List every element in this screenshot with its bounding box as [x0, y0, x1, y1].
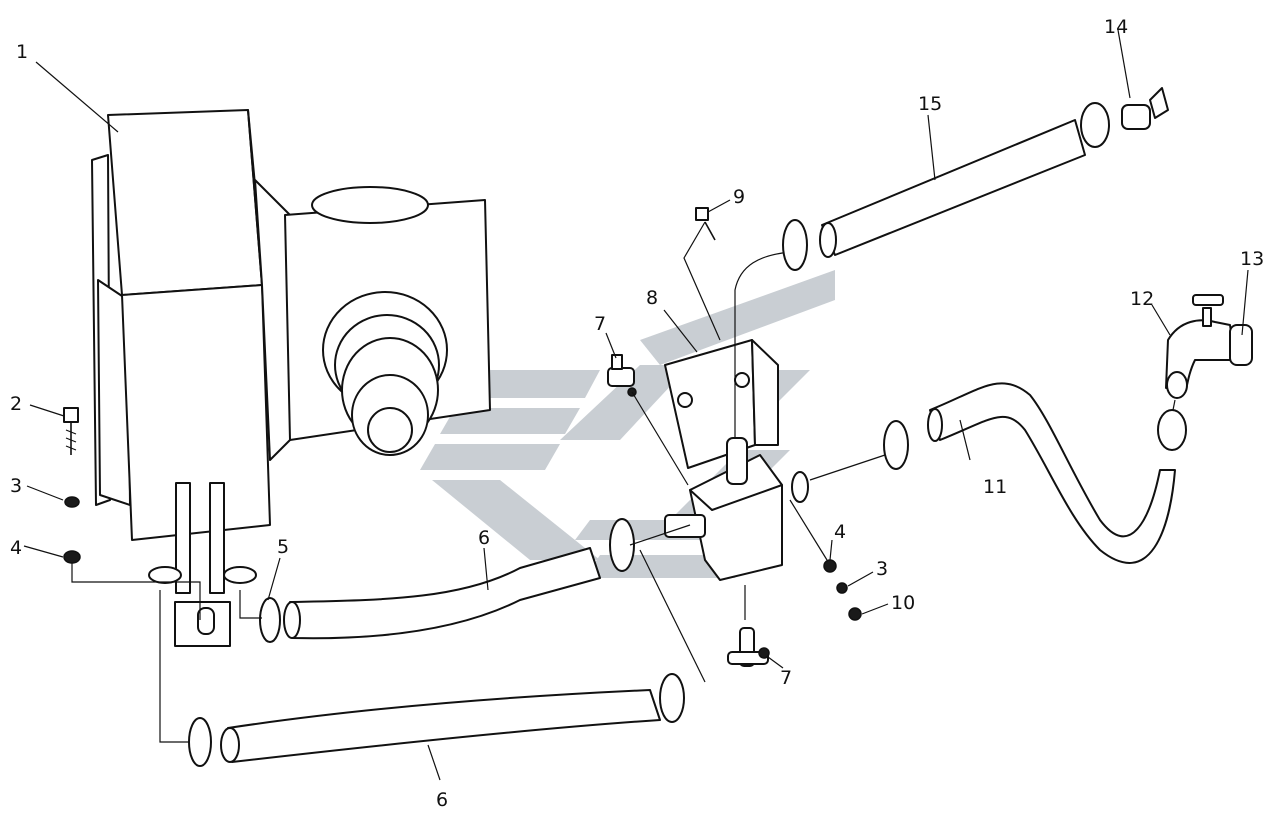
- callout-2: 2: [10, 393, 22, 415]
- callout-8: 8: [646, 287, 658, 309]
- bolt: [63, 407, 79, 455]
- callout-3-right: 3: [876, 558, 888, 580]
- screw-9: [695, 207, 716, 241]
- callout-9: 9: [733, 186, 745, 208]
- washer: [836, 582, 848, 594]
- hose-6-middle: [259, 547, 601, 643]
- hose-clamp: [609, 518, 635, 572]
- heater-unit: [91, 109, 491, 647]
- hose-11: [883, 382, 1187, 564]
- callout-7-upper: 7: [594, 313, 606, 335]
- drain-tap: [1165, 294, 1253, 399]
- hose-15: [782, 102, 1110, 271]
- callout-labels: 1 2 3 4 5 6 6 7 7 8 9 4 3 10 11 12 13 14…: [10, 16, 1264, 811]
- callout-12: 12: [1130, 288, 1154, 310]
- callout-4-right: 4: [834, 521, 846, 543]
- callout-7-lower: 7: [780, 667, 792, 689]
- leader-lines: [23, 29, 1249, 781]
- washer: [64, 496, 80, 508]
- callout-5: 5: [277, 536, 289, 558]
- callout-6-middle: 6: [478, 527, 490, 549]
- callout-14: 14: [1104, 16, 1128, 38]
- nipple-7-upper: [607, 354, 637, 397]
- connection-lines: [159, 221, 1176, 743]
- fitting-14: [1121, 87, 1169, 130]
- callout-13: 13: [1240, 248, 1264, 270]
- callout-15: 15: [918, 93, 942, 115]
- mounting-bracket: [664, 339, 779, 469]
- valve-body: [664, 437, 809, 581]
- nut: [823, 559, 837, 573]
- callout-11: 11: [983, 476, 1007, 498]
- nut: [63, 550, 81, 564]
- nipple-7-lower: [727, 627, 770, 667]
- bolt-head: [848, 607, 862, 621]
- callout-1: 1: [16, 41, 28, 63]
- callout-10: 10: [891, 592, 915, 614]
- callout-4: 4: [10, 537, 22, 559]
- hose-6-lower: [188, 673, 685, 767]
- callout-3: 3: [10, 475, 22, 497]
- callout-6-lower: 6: [436, 789, 448, 811]
